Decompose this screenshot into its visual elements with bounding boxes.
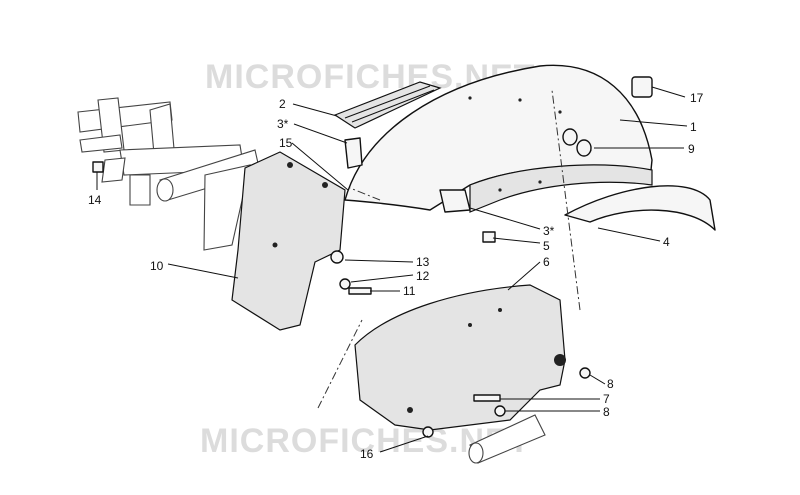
callout-6: 6 [543,255,550,269]
callout-1: 1 [690,120,697,134]
part-1-rear-fender [344,64,653,213]
part-6-fender [354,284,566,431]
callout-12: 12 [416,269,430,283]
callout-16: 16 [360,447,374,461]
callout-3-upper: 3* [277,117,289,131]
part-15-bracket [344,137,363,169]
part-2-grille [333,81,442,129]
callout-10: 10 [150,259,164,273]
callout-labels: 2 3* 15 17 1 9 14 3* 5 4 6 10 13 12 11 8… [88,91,704,461]
callout-2: 2 [279,97,286,111]
callout-14: 14 [88,193,102,207]
callout-15: 15 [279,136,293,150]
callout-11: 11 [403,284,416,298]
callout-17: 17 [690,91,704,105]
part-10-inner-guard [231,151,346,331]
part-4-trim [564,185,716,231]
callout-9: 9 [688,142,695,156]
callout-7: 7 [603,392,610,406]
dash-line-1 [317,319,363,409]
callout-3-lower: 3* [543,224,555,238]
part-3-bracket [439,189,471,213]
frame-tube-bottom [468,414,546,464]
callout-5: 5 [543,239,550,253]
callout-13: 13 [416,255,430,269]
callout-8-upper: 8 [607,377,614,391]
dash-line-3 [349,187,381,201]
callout-8-lower: 8 [603,405,610,419]
frame-tubes [77,97,261,251]
dash-line-2 [551,89,581,311]
leader-lines [96,86,688,453]
hardware [92,76,653,438]
callout-4: 4 [663,235,670,249]
